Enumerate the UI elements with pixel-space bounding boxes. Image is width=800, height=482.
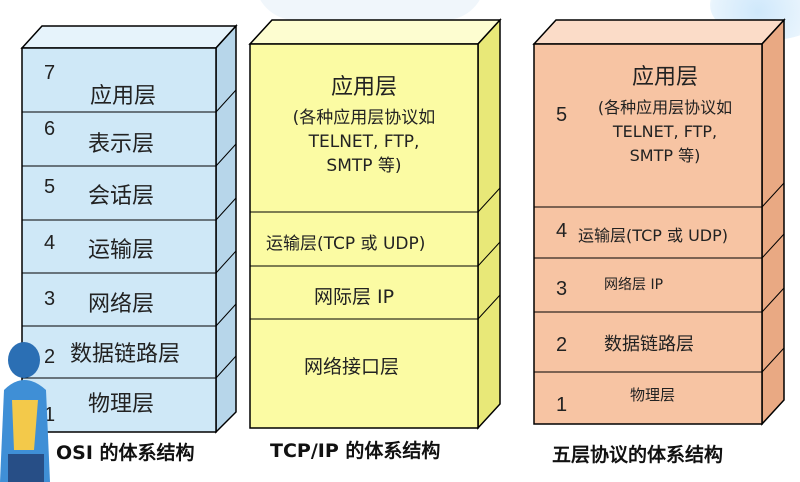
five-layer-physical-layer: 物理层	[630, 386, 676, 404]
five-layer-caption: 五层协议的体系结构	[552, 444, 724, 466]
osi-layer-1-number: 1	[44, 404, 56, 426]
osi-layer-3-number: 3	[44, 288, 56, 310]
five-layer-application-layer: 应用层 (各种应用层协议如 TELNET, FTP, SMTP 等)	[580, 64, 750, 168]
five-layer-datalink-layer: 数据链路层	[604, 334, 694, 355]
osi-layer-4-number: 4	[44, 232, 56, 254]
osi-layer-5-label: 会话层	[88, 184, 155, 209]
five-layer-transport-layer: 运输层(TCP 或 UDP)	[578, 226, 728, 245]
tcpip-application-line-1: (各种应用层协议如	[292, 108, 436, 128]
five-layer-1-number: 1	[556, 394, 568, 416]
five-layer-network-layer: 网络层 IP	[604, 277, 664, 293]
tcpip-application-line-2: TELNET, FTP,	[308, 132, 420, 152]
five-layer-4-number: 4	[556, 220, 568, 242]
five-layer-application-line-1: (各种应用层协议如	[597, 98, 733, 117]
tcpip-internet-layer: 网际层 IP	[314, 286, 395, 308]
osi-block	[20, 24, 238, 434]
tcpip-application-title: 应用层	[330, 75, 397, 100]
five-layer-5-number: 5	[556, 104, 568, 126]
osi-layer-7-label: 应用层	[90, 84, 157, 109]
osi-layer-5-number: 5	[44, 176, 56, 198]
background-decoration	[255, 0, 485, 20]
tcpip-caption: TCP/IP 的体系结构	[270, 440, 441, 462]
five-layer-3-number: 3	[556, 278, 568, 300]
osi-layer-6-number: 6	[44, 118, 56, 140]
osi-layer-6-label: 表示层	[88, 132, 155, 157]
osi-caption: OSI 的体系结构	[56, 442, 195, 464]
osi-layer-2-number: 2	[44, 346, 56, 368]
five-layer-2-number: 2	[556, 334, 568, 356]
tcpip-transport-layer: 运输层(TCP 或 UDP)	[266, 234, 426, 254]
five-layer-application-line-3: SMTP 等)	[629, 146, 701, 165]
five-layer-application-line-2: TELNET, FTP,	[612, 122, 718, 141]
osi-layer-1-label: 物理层	[88, 392, 155, 417]
tcpip-network-interface-layer: 网络接口层	[304, 356, 400, 378]
osi-layer-2-label: 数据链路层	[70, 342, 181, 367]
tcpip-application-layer: 应用层 (各种应用层协议如 TELNET, FTP, SMTP 等)	[250, 74, 478, 178]
five-layer-block	[532, 18, 786, 426]
osi-layer-4-label: 运输层	[88, 238, 155, 263]
tcpip-application-line-3: SMTP 等)	[326, 156, 402, 176]
osi-layer-7-number: 7	[44, 62, 56, 84]
osi-layer-3-label: 网络层	[88, 292, 155, 317]
five-layer-application-title: 应用层	[631, 65, 698, 90]
tcpip-block	[248, 18, 502, 430]
